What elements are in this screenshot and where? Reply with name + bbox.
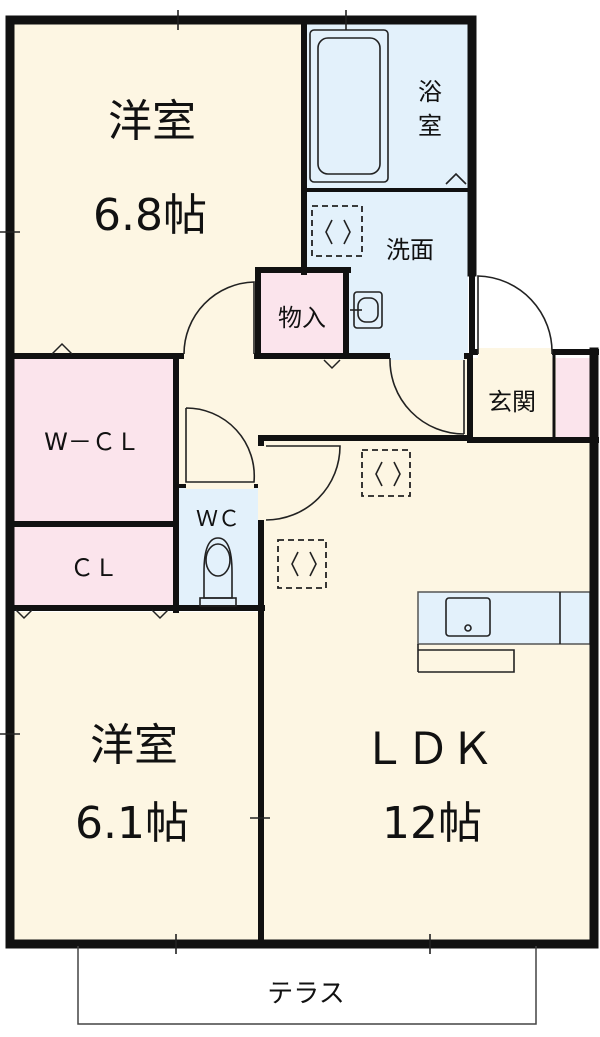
toilet-name: ＷＣ xyxy=(196,507,240,532)
vent-ldk-1 xyxy=(361,449,411,497)
bath-name-1: 浴 xyxy=(418,78,442,106)
door-ldk xyxy=(265,445,341,521)
bar-counter xyxy=(418,649,515,673)
vent-wash-symbol xyxy=(325,219,351,245)
vent-ldk-1-symbol xyxy=(375,461,401,487)
ldk-floor xyxy=(264,440,590,942)
closet-floor xyxy=(14,526,174,606)
door-wash xyxy=(389,357,465,435)
washroom-name: 洗面 xyxy=(386,236,434,264)
bath-name-2: 室 xyxy=(418,112,442,140)
small-triangles xyxy=(15,342,341,620)
walk-in-closet-name: W－ＣＬ xyxy=(44,428,140,456)
terrace-name: テラス xyxy=(267,979,344,1009)
closet-name: ＣＬ xyxy=(70,554,118,582)
entrance-name: 玄関 xyxy=(488,388,536,416)
fixtures xyxy=(199,29,561,673)
opening-room1 xyxy=(184,352,254,360)
western-room-2-floor xyxy=(14,612,258,942)
walls xyxy=(5,15,599,949)
vent-symbols xyxy=(291,219,401,577)
door-room1 xyxy=(183,281,255,355)
toilet-bowl xyxy=(203,537,233,599)
labels: 洋室 6.8帖 浴 室 洗面 物入 W－ＣＬ ＣＬ ＷＣ 玄関 洋室 6.1帖 … xyxy=(44,78,536,1009)
bathtub xyxy=(309,29,389,183)
walk-in-closet-floor xyxy=(14,358,174,522)
terrace-outline xyxy=(77,946,537,1025)
tri-3 xyxy=(15,609,33,620)
toilet-tank xyxy=(199,597,237,607)
tri-1 xyxy=(51,342,73,355)
vent-wash xyxy=(311,205,363,257)
kitchen-sink xyxy=(445,597,491,637)
door-toilet xyxy=(185,407,256,483)
vent-ldk-2-symbol xyxy=(291,551,317,577)
storage-floor xyxy=(260,272,344,354)
door-entrance xyxy=(477,275,553,355)
opening-entrance xyxy=(478,348,552,358)
western-room-1-size: 6.8帖 xyxy=(93,190,207,241)
vent-marks xyxy=(277,205,411,589)
vent-ldk-2 xyxy=(277,539,327,589)
door-swings xyxy=(183,275,553,521)
opening-wash xyxy=(390,352,464,360)
bathtub-inner xyxy=(317,37,381,175)
shoe-closet-floor xyxy=(556,358,590,438)
wall-ticks xyxy=(0,10,431,954)
bath-drain xyxy=(445,172,467,185)
toilet-seat xyxy=(205,543,231,577)
tri-4 xyxy=(151,609,169,620)
hall-floor xyxy=(178,358,470,438)
ldk-name: ＬＤＫ xyxy=(362,724,494,775)
western-room-2-size: 6.1帖 xyxy=(75,798,189,849)
opening-toilet xyxy=(186,483,254,489)
western-room-2-name: 洋室 xyxy=(90,720,178,771)
hall-floor-lower xyxy=(178,438,260,488)
toilet-floor xyxy=(178,488,258,606)
bath-floor xyxy=(306,24,468,190)
floor-fills xyxy=(14,24,591,942)
kitchen-drain xyxy=(464,624,472,632)
ldk-size: 12帖 xyxy=(382,798,482,849)
storage-name: 物入 xyxy=(278,304,326,332)
opening-ldk xyxy=(258,446,265,520)
entrance-floor xyxy=(470,358,556,438)
kitchen-counter xyxy=(417,591,591,645)
western-room-1-name: 洋室 xyxy=(108,96,196,147)
tri-2 xyxy=(323,359,341,370)
door-openings xyxy=(184,348,552,520)
